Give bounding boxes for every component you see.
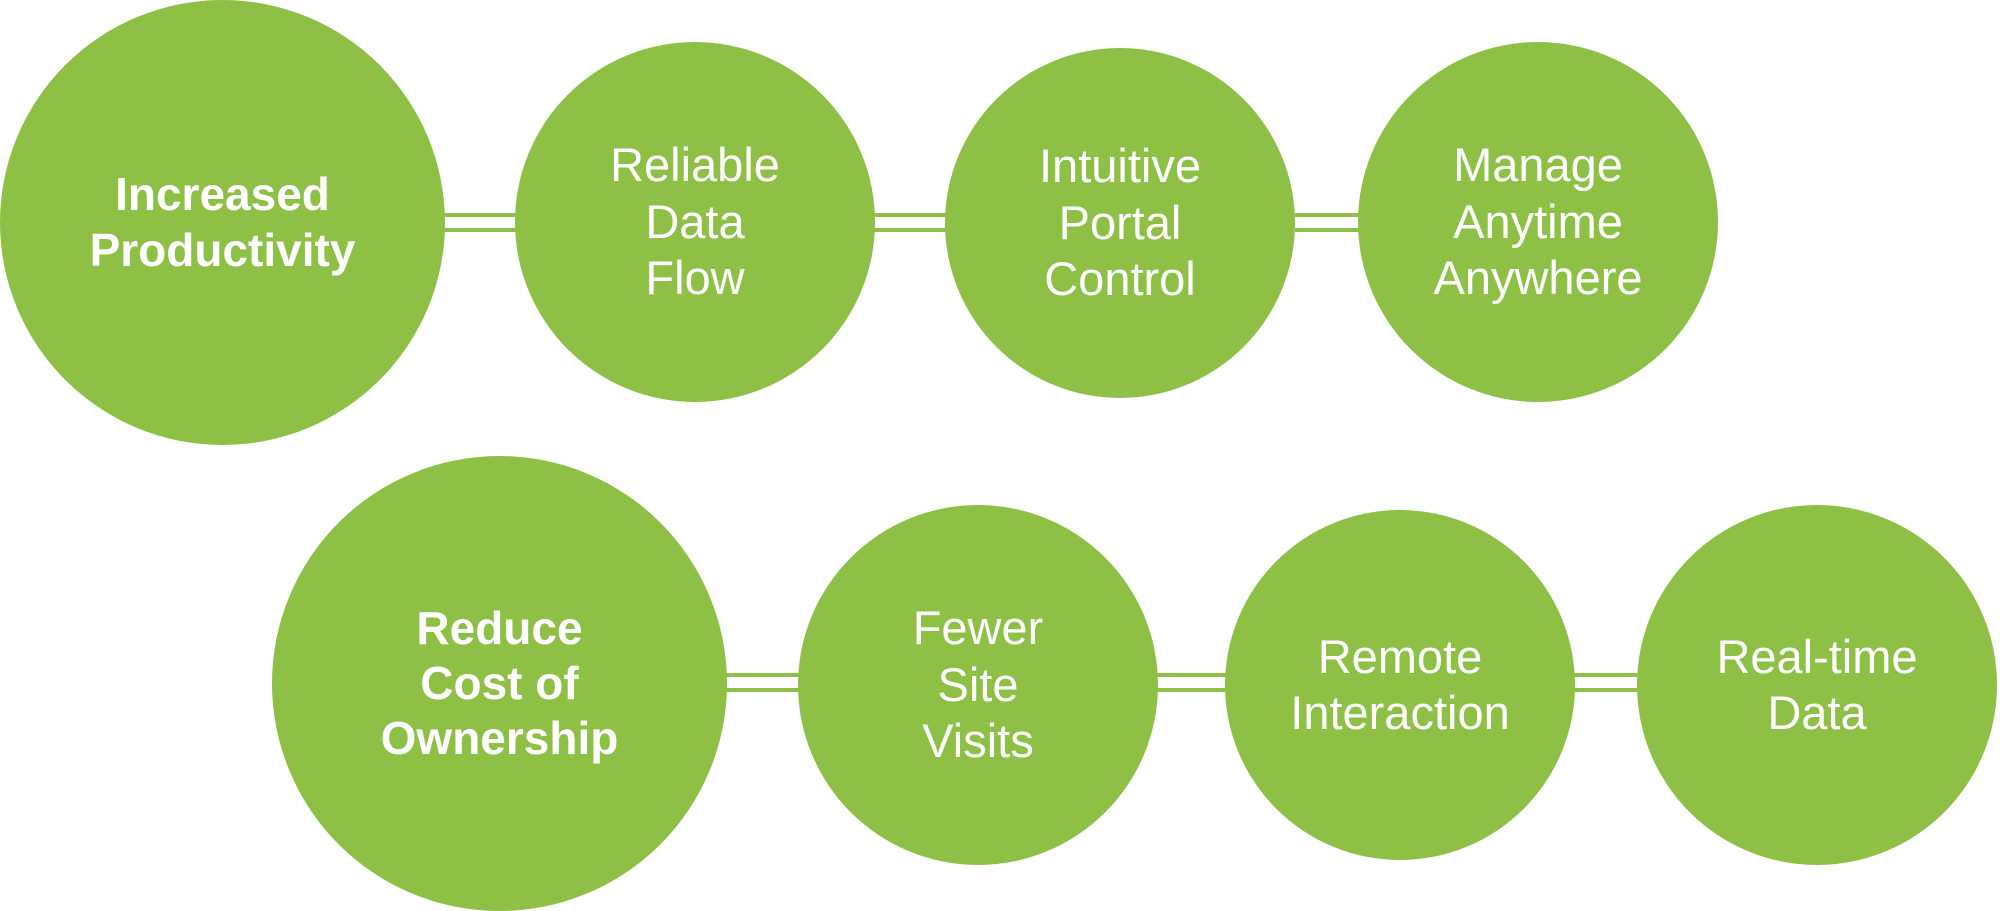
connector-line — [1150, 673, 1240, 692]
circle-label: Increased Productivity — [90, 167, 356, 277]
label-line: Portal — [1058, 195, 1182, 249]
circle-label: Reduce Cost of Ownership — [381, 601, 619, 767]
connector-line — [440, 213, 520, 232]
label-line: Visits — [922, 714, 1034, 768]
label-line: Real-time — [1716, 629, 1918, 683]
label-line: Data — [1767, 686, 1867, 739]
label-line: Increased — [115, 168, 330, 221]
circle-label: Reliable Data Flow — [610, 137, 780, 306]
main-benefit-circle-reduce-cost: Reduce Cost of Ownership — [272, 456, 727, 911]
label-line: Site — [937, 657, 1019, 711]
label-line: Ownership — [380, 712, 619, 765]
label-line: Intuitive — [1039, 139, 1201, 193]
circle-label: Manage Anytime Anywhere — [1434, 137, 1643, 306]
main-benefit-circle-productivity: Increased Productivity — [0, 0, 445, 445]
benefit-circle-reliable-data-flow: Reliable Data Flow — [515, 42, 875, 402]
benefit-circle-fewer-site-visits: Fewer Site Visits — [798, 505, 1158, 865]
label-line: Cost of — [420, 656, 579, 709]
label-line: Reliable — [610, 138, 780, 192]
label-line: Interaction — [1290, 686, 1510, 739]
label-line: Reduce — [416, 601, 583, 654]
benefit-circle-intuitive-portal-control: Intuitive Portal Control — [945, 48, 1295, 398]
label-line: Anywhere — [1433, 251, 1643, 305]
connector-line — [1295, 213, 1365, 232]
label-line: Flow — [645, 251, 745, 305]
circle-label: Fewer Site Visits — [913, 600, 1044, 769]
label-line: Remote — [1317, 629, 1483, 683]
connector-line — [720, 673, 810, 692]
benefit-circle-manage-anytime-anywhere: Manage Anytime Anywhere — [1358, 42, 1718, 402]
benefit-circle-real-time-data: Real-time Data — [1637, 505, 1997, 865]
label-line: Productivity — [89, 223, 356, 276]
label-line: Fewer — [912, 601, 1044, 655]
label-line: Control — [1044, 252, 1196, 306]
label-line: Anytime — [1453, 194, 1623, 248]
circle-label: Intuitive Portal Control — [1039, 138, 1201, 307]
label-line: Manage — [1453, 138, 1623, 192]
benefit-circle-remote-interaction: Remote Interaction — [1225, 510, 1575, 860]
circle-label: Real-time Data — [1716, 629, 1917, 742]
label-line: Data — [645, 194, 745, 248]
circle-label: Remote Interaction — [1290, 629, 1509, 742]
connector-line — [1565, 673, 1645, 692]
connector-line — [870, 213, 950, 232]
